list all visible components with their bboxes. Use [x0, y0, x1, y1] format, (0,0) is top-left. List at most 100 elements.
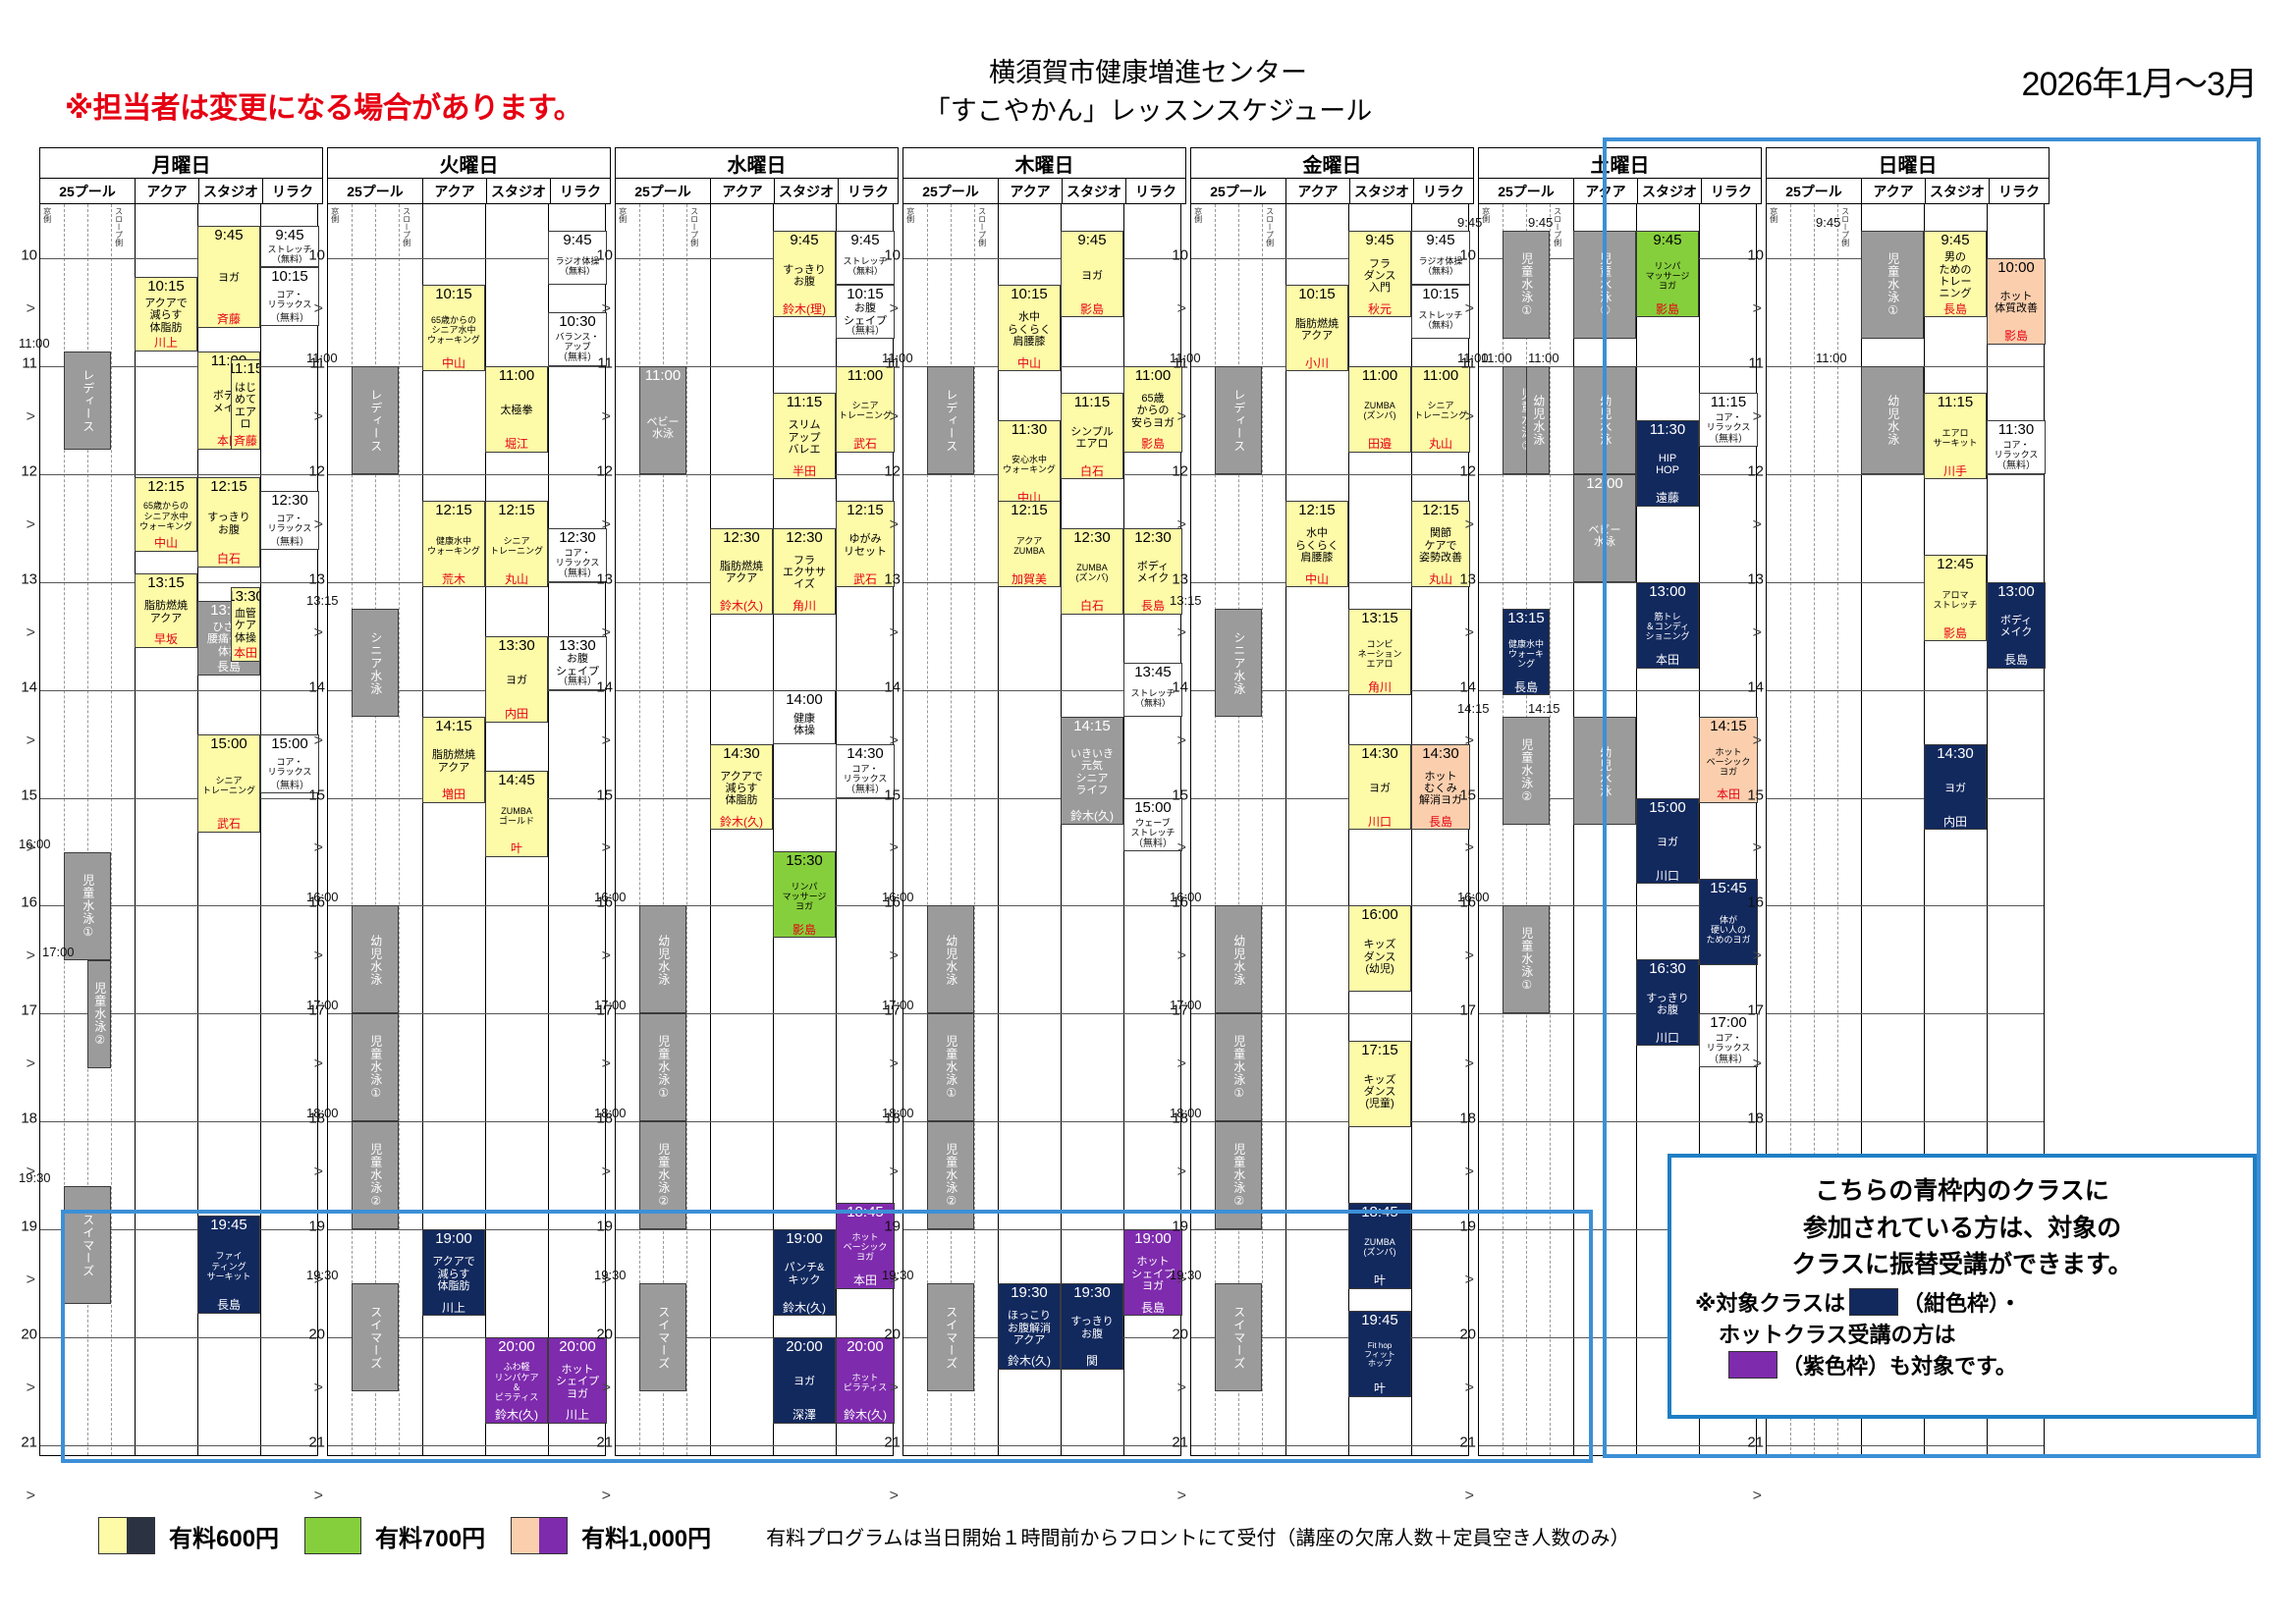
class-event[interactable]: 児童水泳②: [352, 1121, 399, 1230]
class-event[interactable]: 幼児水泳: [352, 905, 399, 1014]
class-event[interactable]: 児童水泳①: [352, 1013, 399, 1122]
class-event[interactable]: レディース: [64, 352, 111, 450]
class-event[interactable]: 13:30血管ケア体操本田: [231, 587, 260, 662]
class-event[interactable]: シニア水泳: [352, 609, 399, 718]
class-event[interactable]: スイマーズ: [352, 1283, 399, 1392]
class-event[interactable]: 児童水泳①: [1215, 1013, 1262, 1122]
class-event[interactable]: 児童水泳①: [1573, 231, 1636, 340]
class-event[interactable]: 児童水泳①: [1503, 231, 1550, 340]
class-event[interactable]: 幼児水泳: [1215, 905, 1262, 1014]
class-event[interactable]: 幼児水泳: [1573, 717, 1636, 825]
class-event[interactable]: 幼児水泳: [639, 905, 686, 1014]
class-event[interactable]: レディース: [1215, 365, 1262, 474]
class-event[interactable]: スイマーズ: [639, 1283, 686, 1392]
class-event[interactable]: 11:15はじめてエアロ斉藤: [231, 359, 260, 450]
class-event[interactable]: レディース: [927, 365, 974, 474]
class-event[interactable]: 児童水泳②: [87, 960, 111, 1068]
class-event[interactable]: シニア水泳: [1215, 609, 1262, 718]
class-event[interactable]: レディース: [352, 365, 399, 474]
class-event[interactable]: 幼児水泳: [1861, 365, 1924, 474]
class-event[interactable]: 児童水泳①: [1503, 905, 1550, 1014]
class-event[interactable]: 児童水泳①: [64, 852, 111, 960]
class-event[interactable]: スイマーズ: [1215, 1283, 1262, 1392]
class-event[interactable]: 幼児水泳: [1573, 365, 1636, 474]
class-event[interactable]: 幼児水泳: [927, 905, 974, 1014]
class-event[interactable]: 幼児水泳: [1526, 365, 1550, 474]
class-event[interactable]: 児童水泳②: [1215, 1121, 1262, 1230]
class-event[interactable]: 児童水泳①: [927, 1013, 974, 1122]
class-event[interactable]: 児童水泳②: [1503, 717, 1550, 825]
class-event[interactable]: スイマーズ: [927, 1283, 974, 1392]
